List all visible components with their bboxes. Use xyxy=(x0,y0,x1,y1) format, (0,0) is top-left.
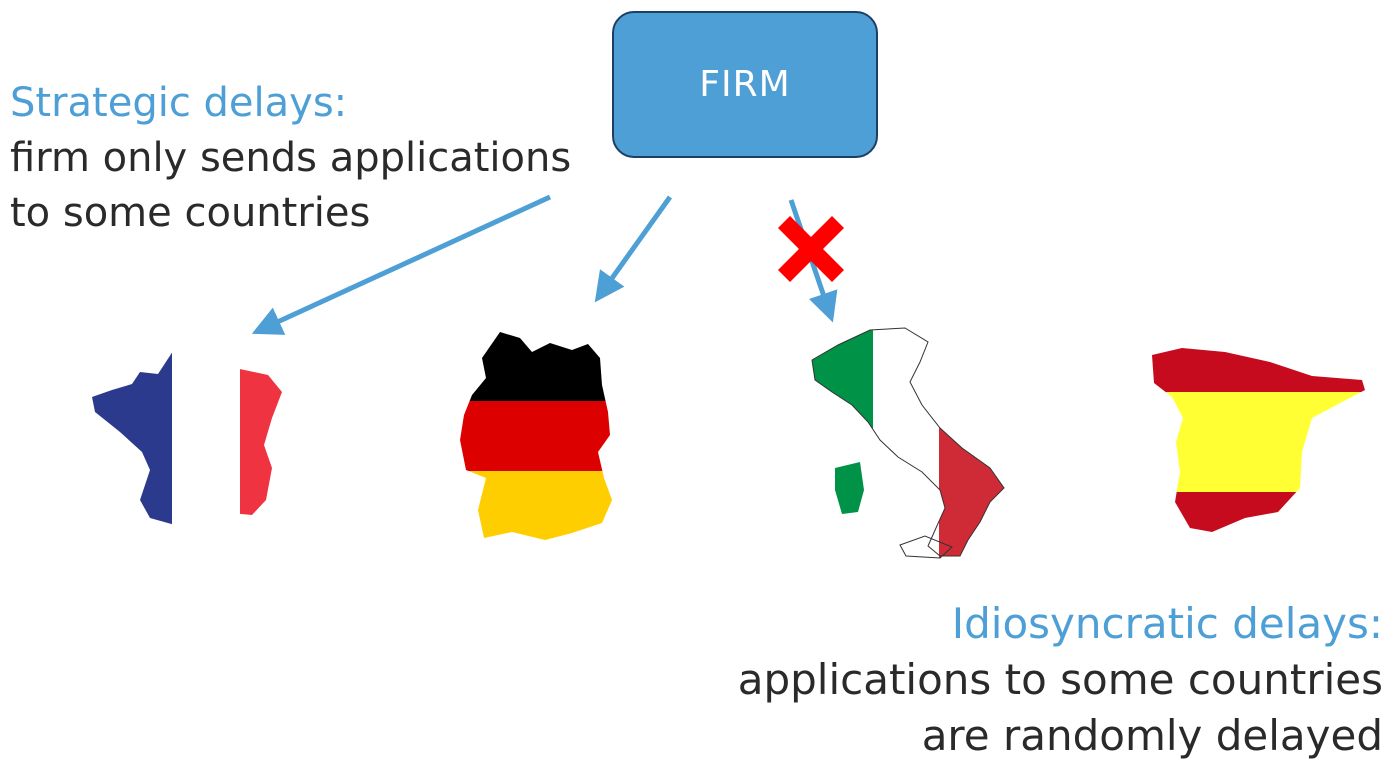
idiosyncratic-delays-heading: Idiosyncratic delays: xyxy=(951,599,1383,648)
spain-flag-map xyxy=(1152,348,1365,532)
italy-flag-map xyxy=(811,327,1005,559)
strategic-delays-text: Strategic delays: firm only sends applic… xyxy=(10,76,571,241)
france-flag-map xyxy=(92,348,282,525)
idiosyncratic-delays-text: Idiosyncratic delays: applications to so… xyxy=(738,596,1383,764)
idiosyncratic-delays-line-1: applications to some countries xyxy=(737,655,1383,704)
arrow-to-germany xyxy=(594,195,673,303)
strategic-delays-line-2: to some countries xyxy=(10,190,371,236)
germany-flag-map xyxy=(460,332,612,540)
firm-node: FIRM xyxy=(612,11,878,158)
blocked-cross-icon xyxy=(777,215,845,283)
firm-label: FIRM xyxy=(699,64,791,105)
idiosyncratic-delays-line-2: are randomly delayed xyxy=(921,711,1383,760)
strategic-delays-heading: Strategic delays: xyxy=(10,80,348,126)
arrow-to-france xyxy=(251,194,552,335)
strategic-delays-line-1: firm only sends applications xyxy=(10,135,572,181)
